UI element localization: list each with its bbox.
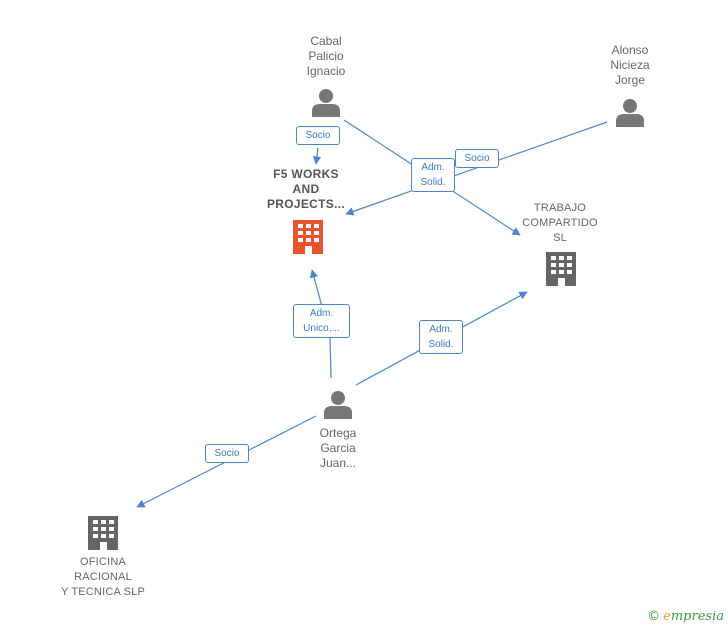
person-icon[interactable]: [324, 391, 352, 419]
node-label-oficina[interactable]: OFICINA RACIONAL Y TECNICA SLP: [60, 556, 146, 598]
node-label-alonso[interactable]: Alonso Nicieza Jorge: [610, 43, 650, 87]
person-icon[interactable]: [312, 89, 340, 117]
brand-footer[interactable]: ©empresia: [647, 608, 724, 624]
edge-cabal-f5[interactable]: [312, 147, 322, 165]
edge-label-cabal-trabajo: Adm. Solid.: [411, 158, 455, 192]
building-icon[interactable]: [293, 220, 323, 254]
building-icon[interactable]: [88, 516, 118, 550]
edge-alonso-f5[interactable]: [345, 121, 608, 216]
brand-name: mpresia: [670, 609, 724, 624]
building-icon[interactable]: [546, 252, 576, 286]
edge-label-ortega-f5: Adm. Unico,...: [293, 304, 350, 338]
edge-label-ortega-oficina: Socio: [205, 444, 249, 463]
person-icon[interactable]: [616, 99, 644, 127]
node-label-trabajo[interactable]: TRABAJO COMPARTIDO SL: [522, 202, 598, 244]
node-label-cabal[interactable]: Cabal Palicio Ignacio: [306, 34, 346, 78]
brand-e: e: [663, 609, 671, 624]
edge-label-alonso-f5: Socio: [455, 149, 499, 168]
edge-label-cabal-f5: Socio: [296, 126, 340, 145]
node-label-ortega[interactable]: Ortega Garcia Juan...: [319, 426, 357, 470]
copyright-symbol: ©: [647, 609, 661, 624]
edge-label-ortega-trabajo: Adm. Solid.: [419, 320, 463, 354]
node-label-f5[interactable]: F5 WORKS AND PROJECTS...: [267, 167, 345, 211]
